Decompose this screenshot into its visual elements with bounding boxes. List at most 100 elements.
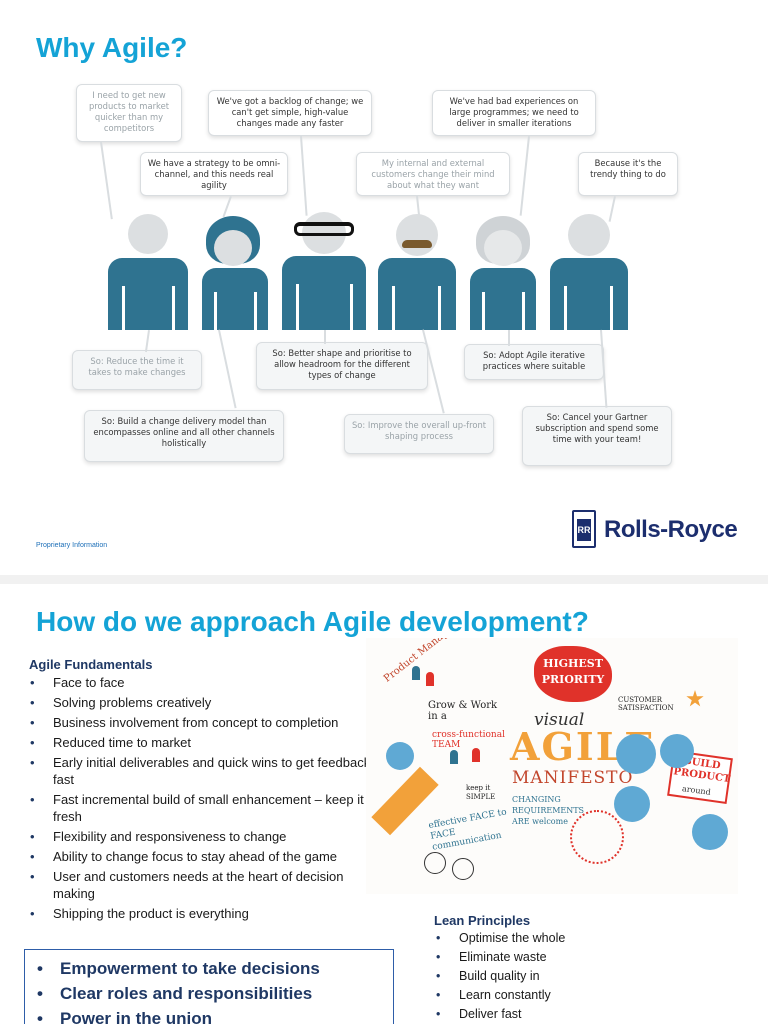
list-item: Deliver fast: [434, 1006, 734, 1023]
arm-line: [122, 286, 125, 330]
speech-bubble: So: Cancel your Gartner subscription and…: [522, 406, 672, 466]
bubble-tail: [144, 330, 150, 353]
sketch-changing-requirements: CHANGING REQUIREMENTS ARE welcome: [512, 795, 585, 826]
why-agile-illustration: I need to get new products to market qui…: [70, 80, 700, 480]
agile-manifesto-sketch: Product Managers & Developers HIGHEST PR…: [366, 638, 738, 894]
sketch-keep-simple: keep it SIMPLE: [466, 784, 496, 801]
slide-separator: [0, 575, 768, 584]
slide-agile-approach: How do we approach Agile development? Ag…: [0, 584, 768, 1024]
arm-line: [438, 286, 441, 330]
people-figures-cluster: [426, 672, 434, 686]
list-item: Build quality in: [434, 968, 734, 985]
blue-cloud: [660, 734, 694, 768]
arm-line: [254, 292, 257, 330]
lean-principles-list: Optimise the whole Eliminate waste Build…: [434, 930, 734, 1024]
rr-badge-letters: RR: [577, 519, 591, 541]
bubble-tail: [508, 330, 510, 346]
blue-cloud: [616, 734, 656, 774]
list-item: Flexibility and responsiveness to change: [28, 828, 373, 845]
bubble-text: We have a strategy to be omni-channel, a…: [147, 158, 281, 190]
arm-line: [296, 284, 299, 330]
person-figure: [376, 214, 458, 330]
glasses-icon: [294, 222, 354, 236]
star-icon: [686, 690, 704, 707]
blue-cloud: [614, 786, 650, 822]
bubble-text: So: Cancel your Gartner subscription and…: [535, 412, 659, 444]
speech-bubble: We have a strategy to be omni-channel, a…: [140, 152, 288, 196]
arm-line: [482, 292, 485, 330]
bubble-text: We've got a backlog of change; we can't …: [216, 96, 364, 128]
bubble-text: I need to get new products to market qui…: [88, 90, 170, 133]
speech-bubble: Because it's the trendy thing to do: [578, 152, 678, 196]
person-figure: [548, 214, 630, 330]
bubble-tail: [324, 330, 326, 344]
arm-line: [522, 292, 525, 330]
person-figure: [106, 214, 190, 330]
logo-wordmark: Rolls-Royce: [604, 516, 738, 543]
people-figures-cluster: [450, 750, 458, 764]
bubble-text: So: Build a change delivery model than e…: [93, 416, 275, 448]
empowerment-box: Empowerment to take decisions Clear role…: [24, 949, 394, 1024]
arm-line: [610, 286, 613, 330]
head: [568, 214, 610, 256]
bubble-tail: [300, 135, 308, 216]
bubble-text: My internal and external customers chang…: [371, 158, 495, 190]
mustache-icon: [402, 240, 432, 248]
face: [214, 230, 252, 266]
people-figures-cluster: [472, 748, 480, 762]
list-item: Solving problems creatively: [28, 694, 373, 711]
person-figure: [468, 214, 538, 330]
head: [396, 214, 438, 256]
sketch-grow-work: Grow & Work in a: [428, 700, 498, 722]
fundamentals-list: Face to face Solving problems creatively…: [28, 674, 373, 925]
empowerment-list: Empowerment to take decisions Clear role…: [33, 956, 320, 1024]
arm-line: [172, 286, 175, 330]
face: [484, 230, 522, 266]
fundamentals-heading: Agile Fundamentals: [29, 657, 153, 672]
sketch-product-managers: Product Managers & Developers: [382, 638, 520, 685]
lean-heading: Lean Principles: [434, 913, 531, 928]
person-figure: [198, 214, 272, 330]
sketch-team: cross-functional TEAM: [432, 730, 505, 750]
speech-bubble: So: Reduce the time it takes to make cha…: [72, 350, 202, 390]
torso: [470, 268, 536, 330]
bubble-text: So: Reduce the time it takes to make cha…: [88, 356, 186, 377]
torso: [378, 258, 456, 330]
list-item: Eliminate waste: [434, 949, 734, 966]
list-item: Reduced time to market: [28, 734, 373, 751]
sketch-visual: visual: [534, 710, 585, 730]
sketch-manifesto: MANIFESTO: [512, 768, 634, 788]
torso: [202, 268, 268, 330]
bubble-tail: [100, 141, 113, 220]
speech-bubble: We've had bad experiences on large progr…: [432, 90, 596, 136]
speech-bubble: So: Better shape and prioritise to allow…: [256, 342, 428, 390]
faces-sketch: [452, 858, 474, 880]
blue-cloud: [692, 814, 728, 850]
speech-bubble: So: Adopt Agile iterative practices wher…: [464, 344, 604, 380]
speech-bubble: So: Improve the overall up-front shaping…: [344, 414, 494, 454]
list-item: Empowerment to take decisions: [33, 956, 320, 981]
list-item: Early initial deliverables and quick win…: [28, 754, 373, 788]
bubble-tail: [218, 329, 237, 409]
bubble-text: So: Improve the overall up-front shaping…: [351, 420, 487, 441]
proprietary-note: Proprietary Information: [36, 542, 108, 549]
bubble-text: Because it's the trendy thing to do: [590, 158, 666, 179]
torso: [108, 258, 188, 330]
arm-line: [564, 286, 567, 330]
speech-bubble: So: Build a change delivery model than e…: [84, 410, 284, 462]
list-item: Fast incremental build of small enhancem…: [28, 791, 373, 825]
slide-title: Why Agile?: [36, 32, 188, 63]
rolls-royce-logo: RR Rolls-Royce: [572, 510, 742, 550]
arm-line: [214, 292, 217, 330]
sketch-highest-priority: HIGHEST PRIORITY: [541, 657, 605, 686]
list-item: Power in the union: [33, 1006, 320, 1024]
bubble-text: So: Adopt Agile iterative practices wher…: [482, 350, 586, 371]
list-item: User and customers needs at the heart of…: [28, 868, 373, 902]
rr-badge-icon: RR: [572, 510, 596, 548]
sketch-customer-satisfaction: CUSTOMER SATISFACTION: [618, 696, 674, 712]
bubble-text: We've had bad experiences on large progr…: [449, 96, 579, 128]
bubble-tail: [519, 136, 530, 216]
people-figures-cluster: [412, 666, 420, 680]
person-figure: [282, 212, 366, 330]
list-item: Ability to change focus to stay ahead of…: [28, 848, 373, 865]
